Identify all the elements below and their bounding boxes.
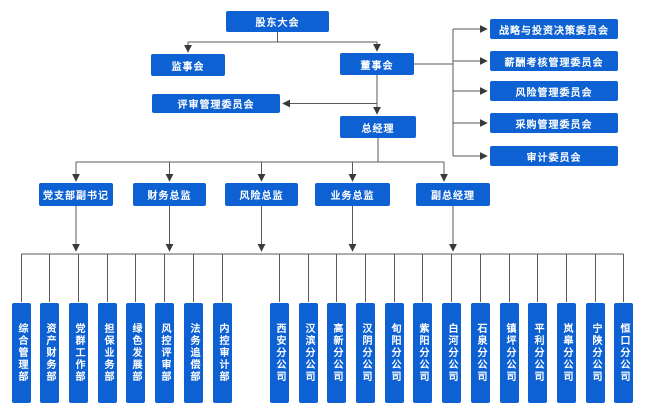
node-dept-general-admin: 综合管理部	[12, 303, 31, 403]
node-shareholders-meeting: 股东大会	[226, 11, 329, 32]
node-branch-pingli: 平利分公司	[528, 303, 547, 403]
node-exec-party-branch-deputy-secretary: 党支部副书记	[39, 183, 113, 206]
node-exec-risk-director: 风险总监	[225, 183, 298, 206]
node-exec-finance-director: 财务总监	[133, 183, 206, 206]
node-branch-baihe: 白河分公司	[442, 303, 461, 403]
node-branch-ziyang: 紫阳分公司	[413, 303, 432, 403]
node-branch-hengkou: 恒口分公司	[614, 303, 633, 403]
node-committee-audit: 审计委员会	[490, 146, 618, 166]
node-dept-risk-control-review: 风控评审部	[155, 303, 174, 403]
node-branch-xunyang: 旬阳分公司	[385, 303, 404, 403]
node-branch-gaoxin: 高新分公司	[327, 303, 346, 403]
node-supervisory-board: 监事会	[151, 54, 225, 76]
node-branch-zhenping: 镇坪分公司	[500, 303, 519, 403]
node-dept-green-development: 绿色发展部	[126, 303, 145, 403]
node-committee-strategy-investment: 战略与投资决策委员会	[490, 19, 618, 39]
node-branch-ningshan: 宁陕分公司	[586, 303, 605, 403]
node-dept-guarantee-business: 担保业务部	[98, 303, 117, 403]
node-exec-deputy-general-manager: 副总经理	[416, 183, 490, 206]
node-dept-asset-finance: 资产财务部	[40, 303, 59, 403]
node-dept-internal-audit: 内控审计部	[213, 303, 232, 403]
node-general-manager: 总经理	[340, 116, 416, 138]
node-dept-legal-recovery: 法务追偿部	[184, 303, 203, 403]
node-review-management-committee: 评审管理委员会	[152, 94, 280, 113]
node-branch-shiquan: 石泉分公司	[471, 303, 490, 403]
node-branch-hanbin: 汉滨分公司	[299, 303, 318, 403]
node-branch-hanyin: 汉阴分公司	[356, 303, 375, 403]
node-branch-xian: 西安分公司	[270, 303, 289, 403]
node-committee-compensation-assessment: 薪酬考核管理委员会	[490, 51, 618, 71]
node-dept-party-mass-work: 党群工作部	[69, 303, 88, 403]
node-board-of-directors: 董事会	[340, 53, 414, 75]
node-committee-procurement-management: 采购管理委员会	[490, 113, 618, 133]
node-exec-business-director: 业务总监	[315, 183, 390, 206]
node-branch-langao: 岚皋分公司	[557, 303, 576, 403]
node-committee-risk-management: 风险管理委员会	[490, 81, 618, 101]
